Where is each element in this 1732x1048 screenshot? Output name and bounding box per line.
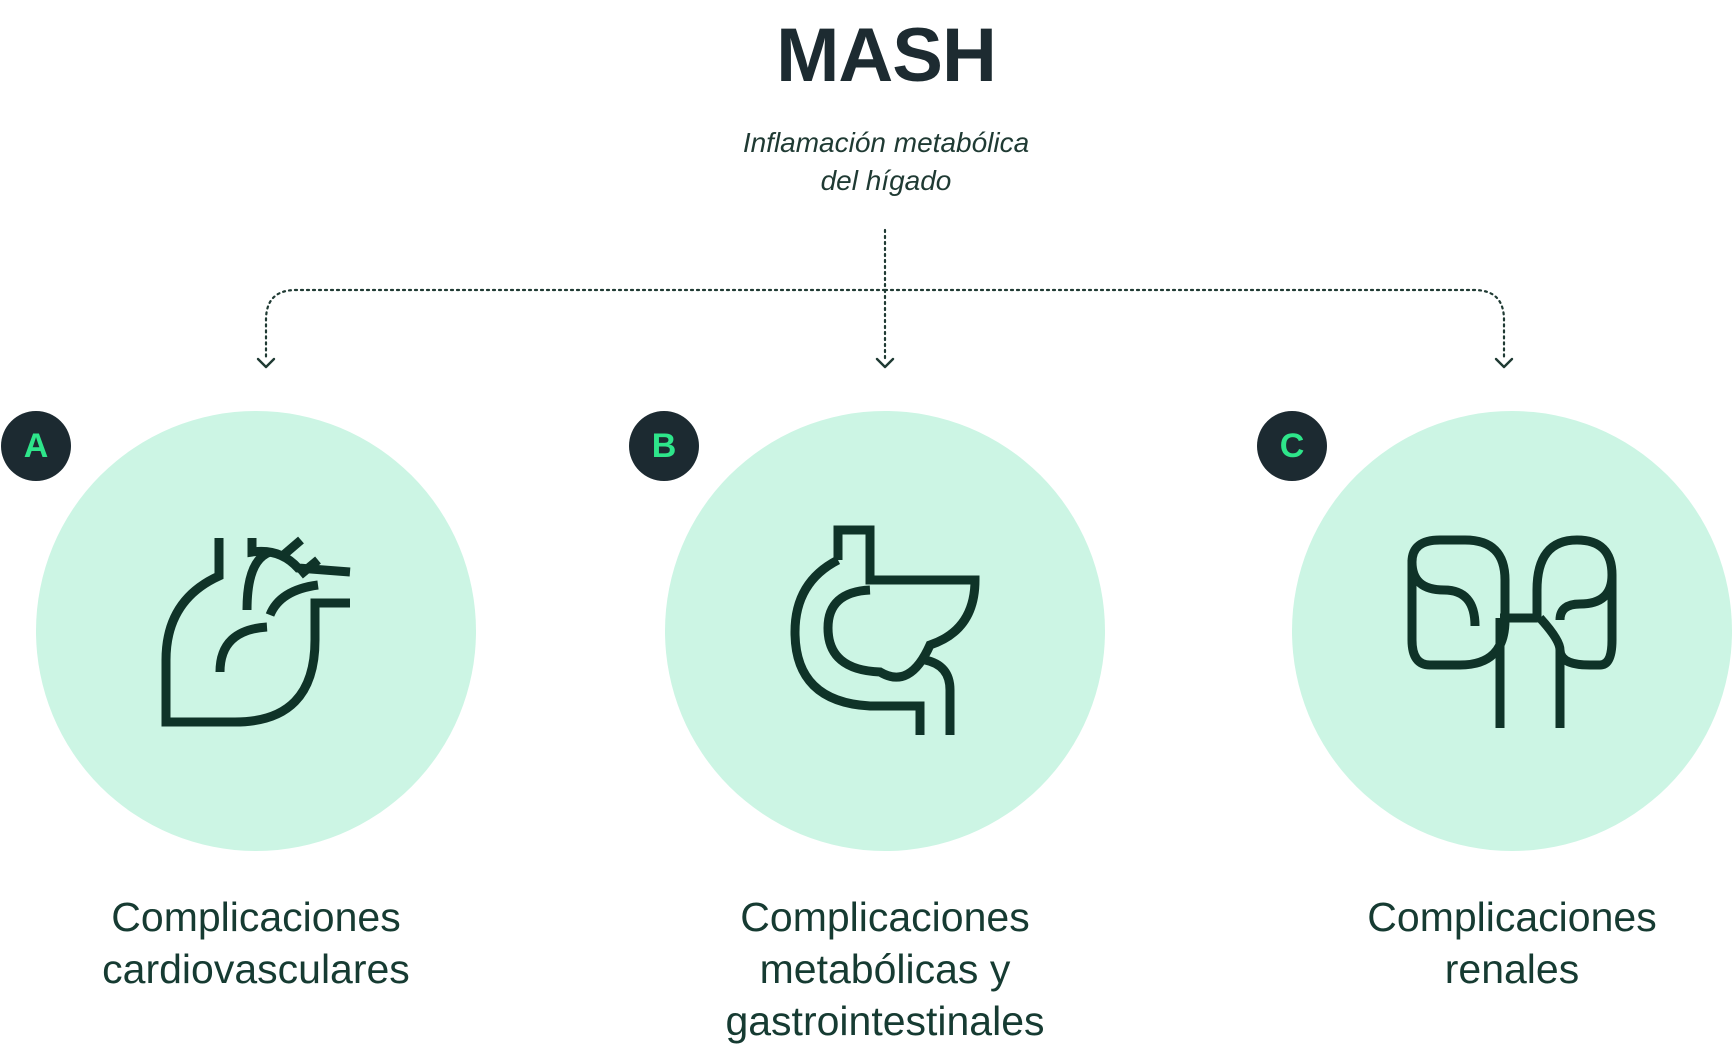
category-b-badge: B xyxy=(629,411,699,481)
category-b-circle xyxy=(665,411,1105,851)
category-b-label: Complicaciones metabólicas y gastrointes… xyxy=(605,891,1165,1047)
category-c-circle xyxy=(1292,411,1732,851)
category-b-label-line-3: gastrointestinales xyxy=(725,998,1045,1044)
category-a-badge: A xyxy=(1,411,71,481)
arrowhead-center xyxy=(875,357,895,369)
category-a-label-line-1: Complicaciones xyxy=(111,894,401,940)
diagram-subtitle: Inflamación metabólica del hígado xyxy=(0,124,1732,200)
category-b-label-line-1: Complicaciones xyxy=(740,894,1030,940)
arrowhead-left xyxy=(256,357,276,369)
subtitle-line-2: del hígado xyxy=(820,165,952,196)
arrowhead-right xyxy=(1494,357,1514,369)
category-c-label-line-1: Complicaciones xyxy=(1367,894,1657,940)
category-a-label: Complicaciones cardiovasculares xyxy=(0,891,536,995)
category-b-label-line-2: metabólicas y xyxy=(759,946,1011,992)
connector-branch-right xyxy=(883,288,1506,360)
category-a-label-line-2: cardiovasculares xyxy=(102,946,410,992)
category-c-label: Complicaciones renales xyxy=(1232,891,1732,995)
connector-branch-left xyxy=(264,288,887,360)
diagram-title: MASH xyxy=(776,13,997,98)
category-a-circle xyxy=(36,411,476,851)
category-c-badge: C xyxy=(1257,411,1327,481)
category-c-label-line-2: renales xyxy=(1444,946,1580,992)
subtitle-line-1: Inflamación metabólica xyxy=(742,127,1030,158)
